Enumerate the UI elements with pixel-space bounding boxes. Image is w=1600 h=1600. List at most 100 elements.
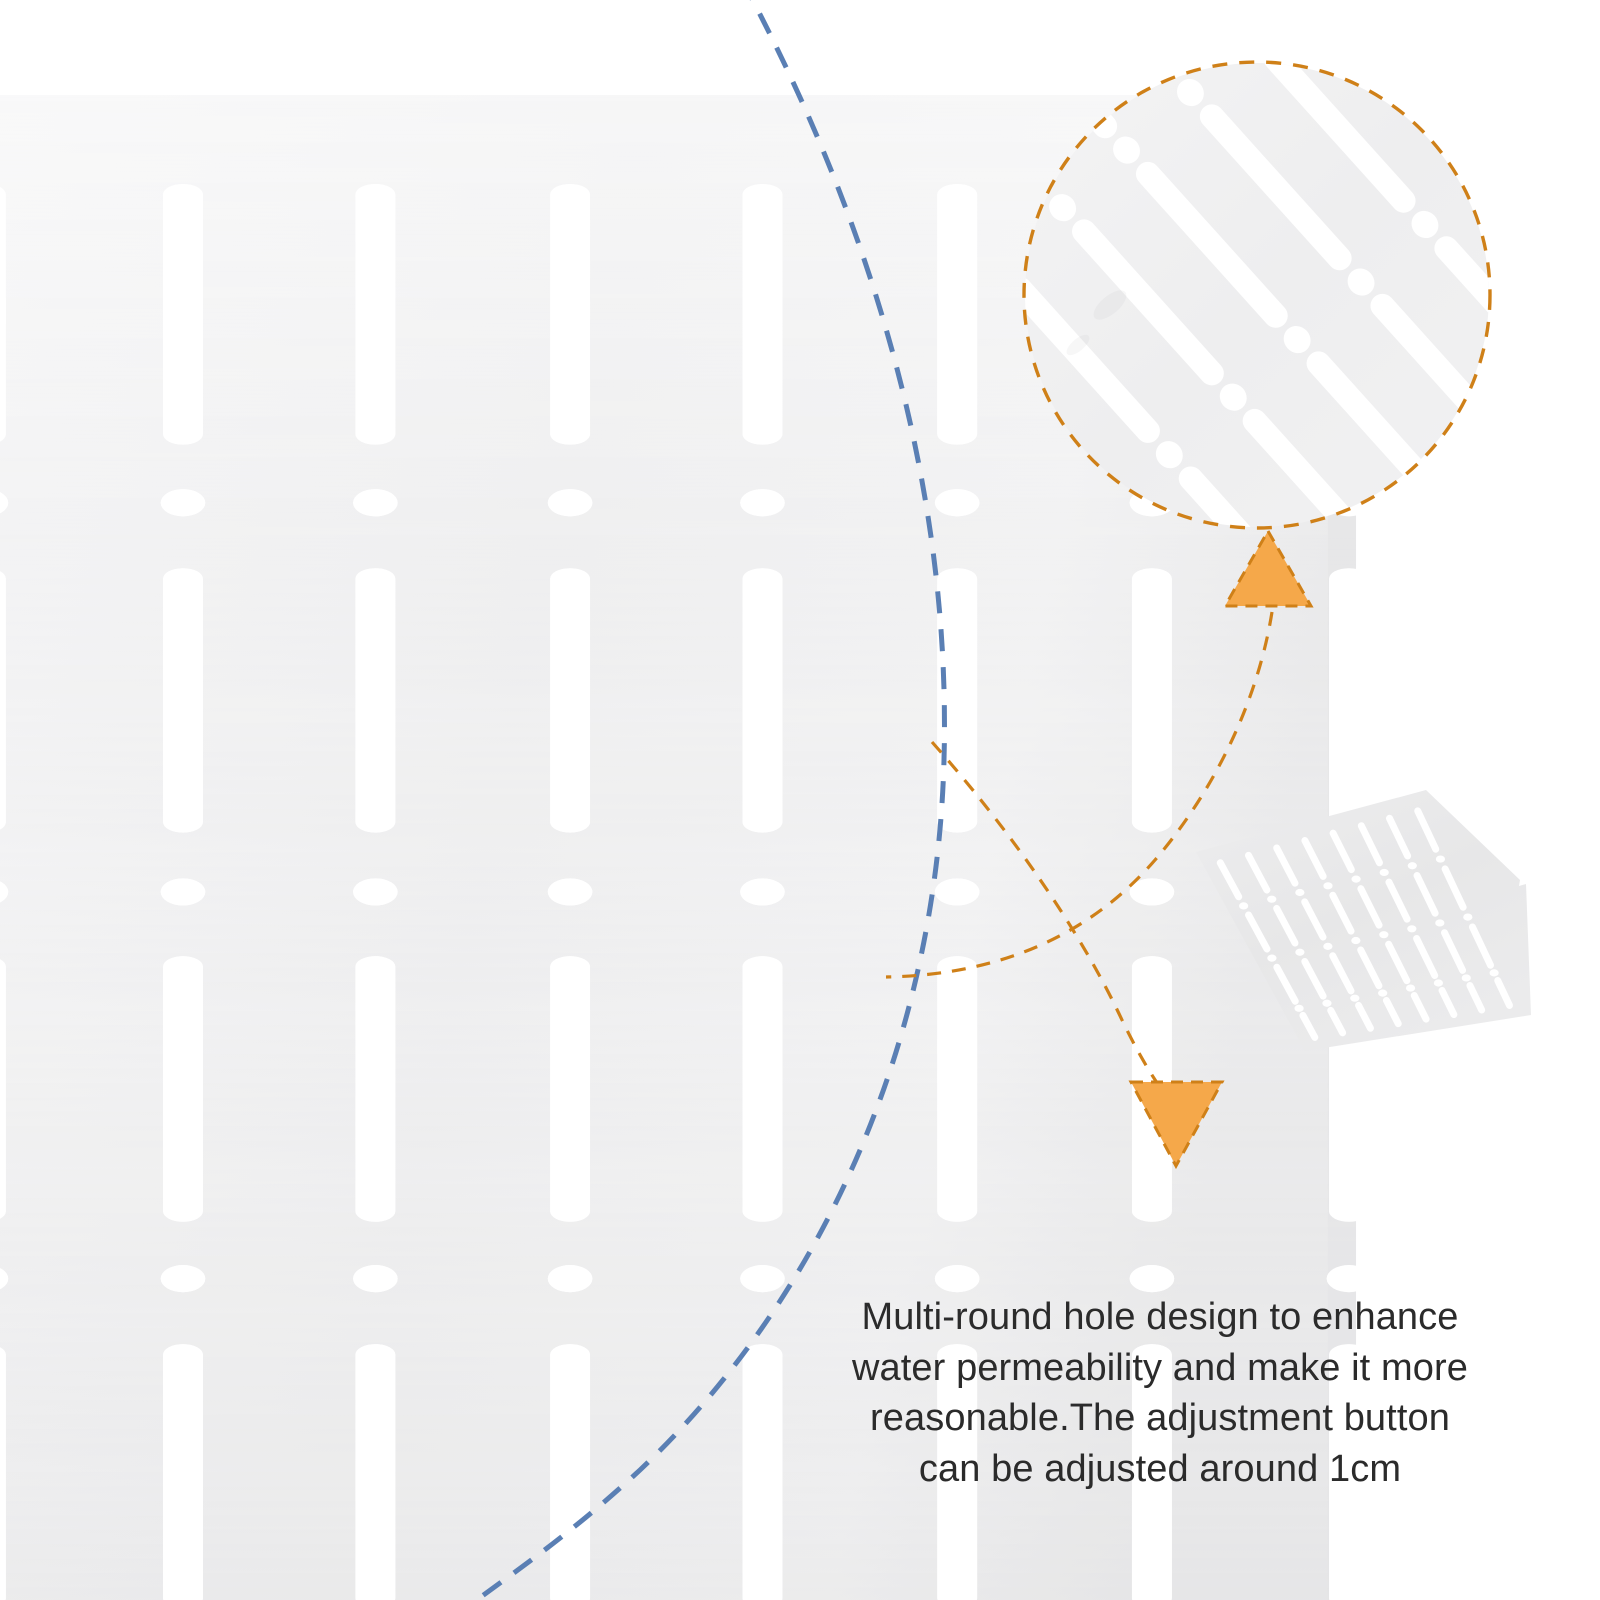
small-panel-slot bbox=[1414, 807, 1440, 853]
panel-round-hole bbox=[160, 878, 206, 906]
small-panel-slot bbox=[1385, 878, 1411, 923]
panel-slot bbox=[163, 183, 203, 445]
panel-slot bbox=[1131, 183, 1172, 445]
magnified-slot bbox=[769, 140, 931, 316]
small-panel-slot bbox=[1245, 911, 1271, 953]
magnified-slot bbox=[1025, 63, 1118, 139]
panel-slot bbox=[0, 959, 6, 1219]
panel-round-hole bbox=[1129, 1265, 1175, 1293]
magnified-slot bbox=[1536, 478, 1600, 617]
panel-round-hole bbox=[547, 489, 593, 517]
small-panel-round-hole bbox=[1379, 931, 1389, 939]
panel-round-hole bbox=[1326, 1265, 1372, 1293]
magnified-slot bbox=[1344, 651, 1472, 790]
panel-round-hole bbox=[740, 1265, 785, 1293]
small-panel-round-hole bbox=[1435, 919, 1445, 927]
small-panel-round-hole bbox=[1405, 984, 1416, 992]
small-panel-round-hole bbox=[1239, 902, 1249, 910]
caption-line-1: Multi-round hole design to enhance bbox=[861, 1296, 1459, 1338]
magnified-slot bbox=[1370, 293, 1489, 460]
small-panel-slot bbox=[1301, 837, 1327, 880]
small-panel-round-hole bbox=[1267, 954, 1277, 962]
small-panel-round-hole bbox=[1295, 948, 1305, 956]
magnified-slot bbox=[1408, 593, 1536, 732]
panel-slot bbox=[550, 183, 591, 445]
panel-slot bbox=[163, 568, 203, 833]
panel-round-hole bbox=[0, 1268, 9, 1290]
panel-round-hole bbox=[160, 489, 206, 517]
small-panel-group bbox=[1196, 790, 1531, 1051]
magnified-slot bbox=[1391, 63, 1489, 98]
small-panel-round-hole bbox=[1435, 855, 1446, 863]
main-product-image bbox=[0, 95, 1372, 1600]
magnified-slot bbox=[1114, 524, 1267, 527]
small-panel-slot bbox=[1273, 963, 1299, 1005]
magnified-slot bbox=[1025, 392, 1033, 527]
small-panel-slot bbox=[1301, 957, 1327, 1000]
panel-round-hole bbox=[160, 1265, 206, 1293]
small-panel-slot bbox=[1357, 885, 1383, 929]
panel-slot bbox=[1329, 568, 1369, 833]
panel-slot bbox=[163, 1344, 203, 1600]
small-panel-round-hole bbox=[1267, 895, 1277, 903]
caption-line-3: reasonable.The adjustment button bbox=[870, 1397, 1450, 1440]
panel-slot bbox=[1131, 956, 1172, 1222]
small-panel-round-hole bbox=[1294, 1004, 1304, 1012]
magnified-slot bbox=[705, 198, 867, 374]
magnified-slot bbox=[1281, 709, 1409, 848]
magnified-slot bbox=[1025, 334, 1097, 501]
triangle-marker-up bbox=[1222, 527, 1314, 608]
small-panel-slot bbox=[1273, 844, 1299, 887]
magnified-slot bbox=[1199, 104, 1352, 271]
small-panel-slot bbox=[1386, 814, 1412, 860]
panel-round-hole bbox=[1129, 878, 1175, 906]
small-panel-slot bbox=[1355, 1001, 1374, 1032]
small-panel-slot bbox=[1273, 904, 1299, 947]
magnified-slot bbox=[1046, 577, 1208, 753]
small-panel-round-hole bbox=[1351, 875, 1361, 883]
panel-slot bbox=[0, 1347, 6, 1600]
feature-caption: Multi-round hole design to enhance water… bbox=[790, 1292, 1530, 1494]
magnified-round-hole bbox=[1385, 568, 1423, 606]
small-panel-round-hole bbox=[1489, 969, 1499, 977]
panel-round-hole bbox=[1326, 489, 1372, 517]
magnified-round-hole bbox=[1049, 194, 1077, 222]
panel-slot bbox=[355, 956, 396, 1222]
small-panel-perforations bbox=[1216, 807, 1513, 1041]
magnified-round-hole bbox=[1513, 452, 1551, 490]
small-panel-slot bbox=[1413, 934, 1439, 980]
panel-slot bbox=[937, 956, 978, 1222]
small-panel-slot bbox=[1466, 981, 1486, 1014]
small-panel-round-hole bbox=[1323, 942, 1333, 950]
orange-dashed-curve-to-magnifier bbox=[885, 611, 1274, 979]
small-panel-round-hole bbox=[1350, 994, 1360, 1002]
small-panel-slot bbox=[1244, 851, 1271, 894]
magnified-round-hole bbox=[852, 361, 890, 399]
magnified-round-holes bbox=[852, 78, 1551, 663]
magnified-round-hole bbox=[1219, 383, 1247, 411]
magnified-round-hole bbox=[1091, 498, 1119, 526]
panel-round-hole bbox=[934, 878, 980, 906]
magnified-round-hole bbox=[1321, 625, 1359, 663]
magnifier-content bbox=[705, 0, 1600, 905]
orange-dashed-curve-to-down-marker bbox=[930, 740, 1178, 1109]
magnified-slot bbox=[1217, 766, 1345, 905]
panel-slot bbox=[550, 956, 591, 1222]
magnified-slot bbox=[1088, 0, 1250, 28]
magnified-round-hole bbox=[1411, 210, 1439, 239]
panel-slot bbox=[937, 568, 978, 833]
small-panel-slot bbox=[1441, 929, 1467, 974]
small-panel-slot bbox=[1357, 946, 1383, 990]
magnified-slots bbox=[705, 0, 1600, 905]
panel-slot bbox=[163, 956, 203, 1222]
magnified-slot bbox=[1135, 161, 1288, 328]
panel-slot bbox=[355, 1344, 396, 1600]
small-panel-slot bbox=[1299, 1011, 1319, 1041]
panel-round-hole bbox=[353, 489, 398, 517]
panel-slot bbox=[0, 187, 6, 442]
small-panel-slot bbox=[1382, 996, 1402, 1028]
panel-slot bbox=[742, 956, 783, 1222]
magnified-slot bbox=[1306, 351, 1459, 518]
small-panel-slot bbox=[1413, 872, 1439, 917]
magnified-slot bbox=[1072, 219, 1224, 386]
